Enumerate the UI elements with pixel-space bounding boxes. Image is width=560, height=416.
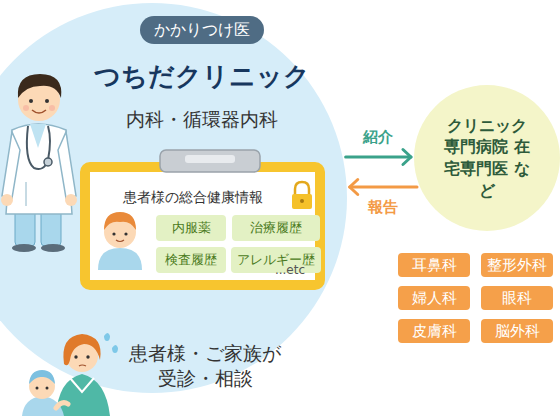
node-text: アレルギー歴	[237, 252, 315, 268]
node-text: 皮膚科	[412, 322, 457, 340]
doctor-figure	[1, 74, 77, 252]
department-box: 婦人科	[398, 286, 470, 310]
department-box: 脳外科	[481, 319, 553, 343]
department-box: 整形外科	[481, 253, 553, 277]
patient-note: 患者様・ご家族が 受診・相談	[123, 341, 288, 390]
arrow-line	[350, 186, 417, 189]
node-text: 眼科	[502, 289, 532, 307]
node-text: 検査履歴	[165, 252, 217, 268]
clinic-name: つちだクリニック	[94, 60, 310, 94]
node-text: 婦人科	[412, 289, 457, 307]
node-text: 治療履歴	[250, 220, 302, 236]
info-tag: 内服薬	[156, 215, 226, 241]
clipboard-clip	[160, 150, 260, 172]
clinic-circle: つちだクリニック内科・循環器内科患者様・ご家族が 受診・相談 かかりつけ医患者様の…	[0, 3, 347, 393]
info-tag: 検査履歴	[156, 247, 226, 273]
node-text: 耳鼻科	[412, 256, 457, 274]
circle-outline	[414, 85, 560, 231]
node-text: 脳外科	[495, 322, 540, 340]
department-box: 耳鼻科	[398, 253, 470, 277]
node-text: 整形外科	[487, 256, 547, 274]
clinic-department: 内科・循環器内科	[126, 107, 278, 132]
patient-icon	[98, 212, 142, 270]
node-text: クリニック 専門病院 在宅専門医 など	[444, 115, 530, 201]
department-box: 皮膚科	[398, 319, 470, 343]
arrow-connector	[350, 180, 417, 195]
family-figure	[22, 333, 118, 416]
referral-circle: クリニック 専門病院 在宅専門医 など	[414, 85, 560, 231]
circle-fill	[0, 3, 347, 393]
clipboard-title: 患者様の総合健康情報	[123, 188, 263, 206]
arrow-connector	[346, 150, 411, 165]
arrow-label: 報告	[368, 198, 398, 217]
arrow-head	[350, 180, 358, 195]
arrow-line	[346, 156, 411, 159]
node-text: かかりつけ医	[154, 20, 250, 39]
arrow-label: 紹介	[363, 128, 393, 147]
circle-fill	[414, 85, 560, 231]
info-tag: 治療履歴	[232, 215, 320, 241]
arrow-head	[403, 150, 411, 165]
node-text: 内服薬	[172, 220, 211, 236]
role-pill: かかりつけ医	[140, 16, 264, 44]
lock-icon	[292, 182, 312, 209]
department-box: 眼科	[481, 286, 553, 310]
clipboard: 患者様の総合健康情報...etc内服薬治療履歴検査履歴アレルギー歴	[80, 162, 325, 290]
